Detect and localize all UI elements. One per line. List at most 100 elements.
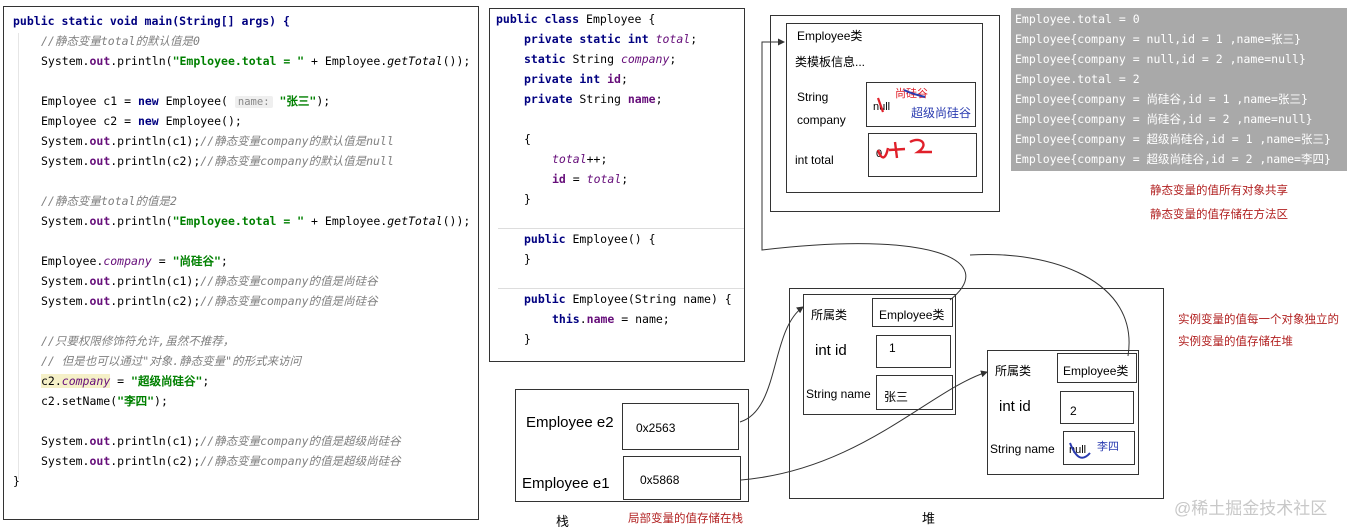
code-token: Employee c2 = bbox=[41, 114, 138, 128]
code-token: out bbox=[89, 434, 111, 448]
stack-e1-label: Employee e1 bbox=[522, 475, 610, 492]
code-line: { bbox=[524, 129, 531, 149]
code-token: .println(c2); bbox=[110, 454, 201, 468]
note-static-storage: 静态变量的值存储在方法区 bbox=[1150, 209, 1288, 221]
code-token: ()); bbox=[442, 54, 471, 68]
main-code-panel: public static void main(String[] args) {… bbox=[3, 6, 479, 520]
stack-e2-value: 0x2563 bbox=[636, 421, 676, 435]
code-token: // 但是也可以通过"对象.静态变量"的形式来访问 bbox=[41, 354, 302, 368]
code-line: Employee.company = "尚硅谷"; bbox=[41, 251, 228, 271]
code-token: //静态变量company的值是超级尚硅谷 bbox=[200, 434, 401, 448]
console-line: Employee.total = 0 bbox=[1015, 12, 1140, 26]
code-token: //静态变量company的值是超级尚硅谷 bbox=[200, 454, 401, 468]
code-line: public Employee() { bbox=[524, 229, 656, 249]
code-token: public bbox=[524, 232, 566, 246]
code-line: } bbox=[524, 189, 531, 209]
obj2-class-value: Employee类 bbox=[1063, 364, 1129, 378]
console-line: Employee{company = null,id = 2 ,name=nul… bbox=[1015, 52, 1306, 66]
code-token: getTotal bbox=[387, 54, 443, 68]
code-line: } bbox=[524, 249, 531, 269]
code-token: this bbox=[552, 312, 580, 326]
code-token: name bbox=[627, 92, 656, 106]
code-token: company bbox=[103, 254, 152, 268]
code-token: out bbox=[89, 274, 111, 288]
code-token: Employee( bbox=[158, 94, 228, 108]
code-token: //静态变量company的值是尚硅谷 bbox=[200, 294, 378, 308]
code-token: ++; bbox=[586, 152, 608, 166]
obj1-name-value-box bbox=[876, 375, 953, 410]
reference-arrow-e2 bbox=[739, 306, 804, 423]
parameter-hint: name: bbox=[234, 96, 273, 108]
code-token: .println(c2); bbox=[110, 154, 201, 168]
code-token: .println( bbox=[110, 214, 173, 228]
company-type-label: String bbox=[797, 90, 829, 104]
obj1-name-label: String name bbox=[806, 387, 871, 401]
code-token: Employee { bbox=[579, 12, 656, 26]
code-line: c2.company = "超级尚硅谷"; bbox=[41, 371, 209, 391]
code-line: public static void main(String[] args) { bbox=[13, 11, 290, 31]
code-token: ()); bbox=[442, 214, 471, 228]
code-token: String bbox=[565, 52, 621, 66]
code-line: public class Employee { bbox=[496, 9, 655, 29]
stack-e2-label: Employee e2 bbox=[526, 414, 614, 431]
code-token: //静态变量total的值是2 bbox=[41, 194, 177, 208]
code-token: //静态变量company的默认值是null bbox=[200, 134, 394, 148]
code-token: . bbox=[579, 312, 587, 326]
console-output: Employee.total = 0 Employee{company = nu… bbox=[1011, 8, 1347, 171]
code-token: { bbox=[524, 132, 531, 146]
code-token: .println(c2); bbox=[110, 294, 201, 308]
method-separator bbox=[498, 228, 744, 229]
code-token: Employee() { bbox=[565, 232, 656, 246]
code-token: public class bbox=[496, 12, 580, 26]
code-comment: //只要权限修饰符允许,虽然不推荐， bbox=[41, 331, 234, 351]
code-token: } bbox=[524, 192, 531, 206]
code-token: new bbox=[137, 94, 159, 108]
company-new-value: 超级尚硅谷 bbox=[911, 106, 972, 120]
code-comment: //静态变量total的值是2 bbox=[41, 191, 177, 211]
code-token: public static void main(String[] args) { bbox=[13, 14, 290, 28]
code-token: = bbox=[151, 254, 173, 268]
code-token: Employee(); bbox=[158, 114, 242, 128]
strike-mark-company bbox=[876, 97, 885, 113]
code-line: System.out.println(c1);//静态变量company的值是尚… bbox=[41, 271, 378, 291]
indent-guide bbox=[18, 33, 19, 479]
code-token: "Employee.total = " bbox=[172, 54, 305, 68]
code-line: System.out.println(c2);//静态变量company的值是超… bbox=[41, 451, 401, 471]
obj1-name-value: 张三 bbox=[884, 390, 909, 404]
strike-mark-company-blue bbox=[903, 89, 926, 98]
code-line: static String company; bbox=[524, 49, 676, 69]
code-token: new bbox=[137, 114, 159, 128]
obj1-id-label: int id bbox=[815, 342, 847, 359]
code-token: getTotal bbox=[387, 214, 443, 228]
code-line: System.out.println(c2);//静态变量company的默认值… bbox=[41, 151, 394, 171]
class-pointer-obj1 bbox=[761, 38, 967, 301]
obj2-name-new: 李四 bbox=[1097, 441, 1119, 453]
obj2-class-value-box bbox=[1057, 353, 1137, 383]
obj2-name-old: null bbox=[1069, 444, 1087, 456]
code-token: total bbox=[552, 152, 587, 166]
code-token: //静态变量company的默认值是null bbox=[200, 154, 394, 168]
code-token: c2. bbox=[41, 374, 62, 388]
code-token: System. bbox=[41, 154, 90, 168]
obj2-class-label: 所属类 bbox=[995, 364, 1032, 378]
code-line: id = total; bbox=[552, 169, 628, 189]
code-token: } bbox=[524, 252, 531, 266]
code-token: ; bbox=[690, 32, 698, 46]
strike-mark-name bbox=[1069, 442, 1091, 459]
class-pointer-obj2 bbox=[969, 253, 1130, 357]
class-code-panel: public class Employee { private static i… bbox=[489, 8, 745, 362]
code-line: private int id; bbox=[524, 69, 628, 89]
heap-caption: 堆 bbox=[922, 511, 936, 526]
code-token: out bbox=[89, 54, 111, 68]
obj2-id-value-box bbox=[1060, 391, 1134, 424]
code-token: .println(c1); bbox=[110, 274, 201, 288]
code-token: out bbox=[89, 294, 111, 308]
method-area-title: Employee类 bbox=[797, 29, 863, 43]
code-token: id bbox=[552, 172, 566, 186]
code-token: = bbox=[565, 172, 587, 186]
method-separator bbox=[498, 288, 744, 289]
code-token: ; bbox=[620, 72, 628, 86]
stack-e2-value-box bbox=[622, 403, 739, 450]
code-token: //静态变量total的默认值是0 bbox=[41, 34, 200, 48]
code-line: } bbox=[524, 329, 531, 349]
